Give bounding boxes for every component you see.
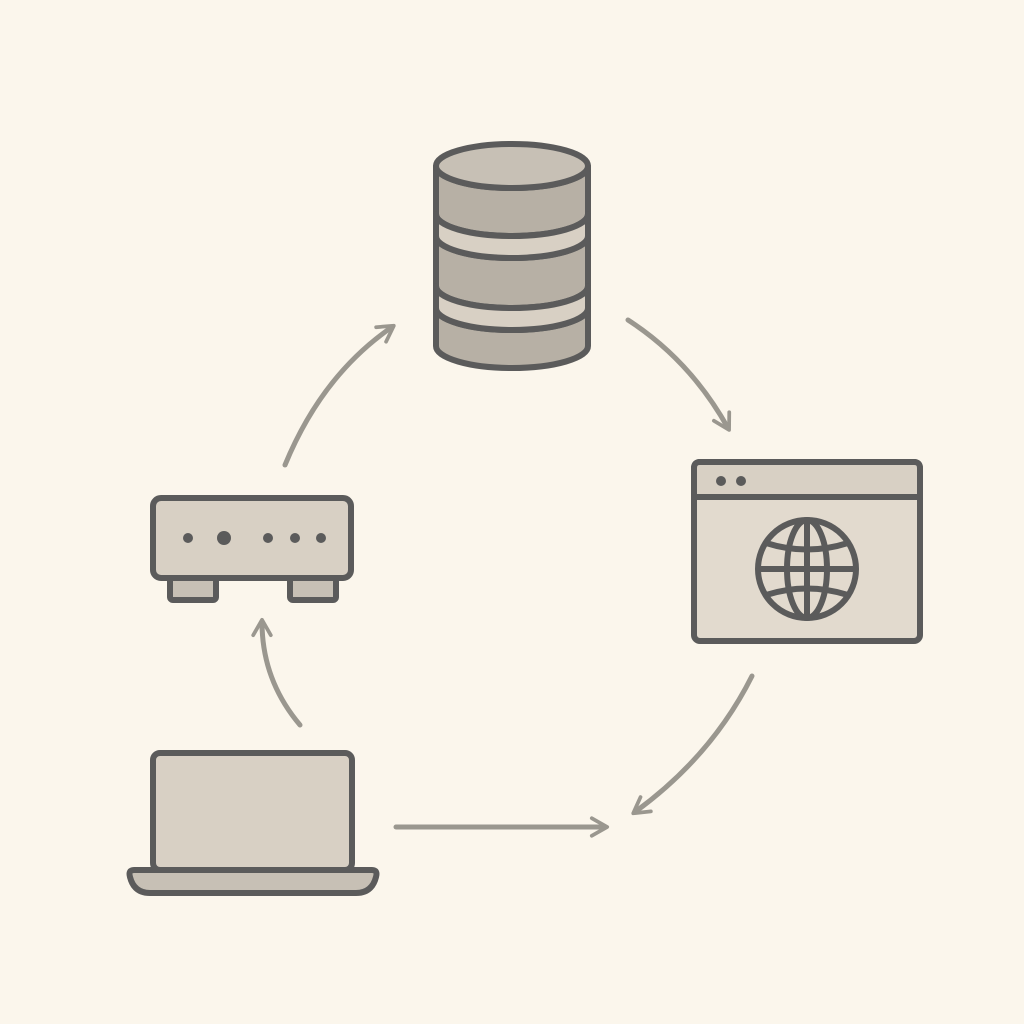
node-router bbox=[150, 495, 354, 603]
window-dot-icon bbox=[736, 476, 746, 486]
edge-laptop-to-router bbox=[251, 617, 303, 728]
led-icon bbox=[183, 533, 193, 543]
edge-browser-to-laptop bbox=[631, 673, 755, 816]
globe-icon bbox=[755, 517, 859, 621]
led-icon bbox=[263, 533, 273, 543]
laptop-icon bbox=[126, 750, 380, 896]
led-icon bbox=[290, 533, 300, 543]
arrow-icon bbox=[625, 317, 732, 432]
database-icon bbox=[433, 141, 591, 371]
arrow-icon bbox=[631, 673, 755, 816]
led-icon bbox=[217, 531, 231, 545]
router-icon bbox=[150, 495, 354, 603]
edge-database-to-browser bbox=[625, 317, 732, 432]
globe-browser-icon bbox=[691, 459, 923, 644]
node-browser bbox=[691, 459, 923, 644]
led-icon bbox=[316, 533, 326, 543]
arrow-icon bbox=[282, 323, 396, 468]
node-laptop bbox=[126, 750, 380, 896]
node-database bbox=[433, 141, 591, 371]
window-dot-icon bbox=[716, 476, 726, 486]
arrow-icon bbox=[251, 617, 303, 728]
edge-router-to-database bbox=[282, 323, 396, 468]
